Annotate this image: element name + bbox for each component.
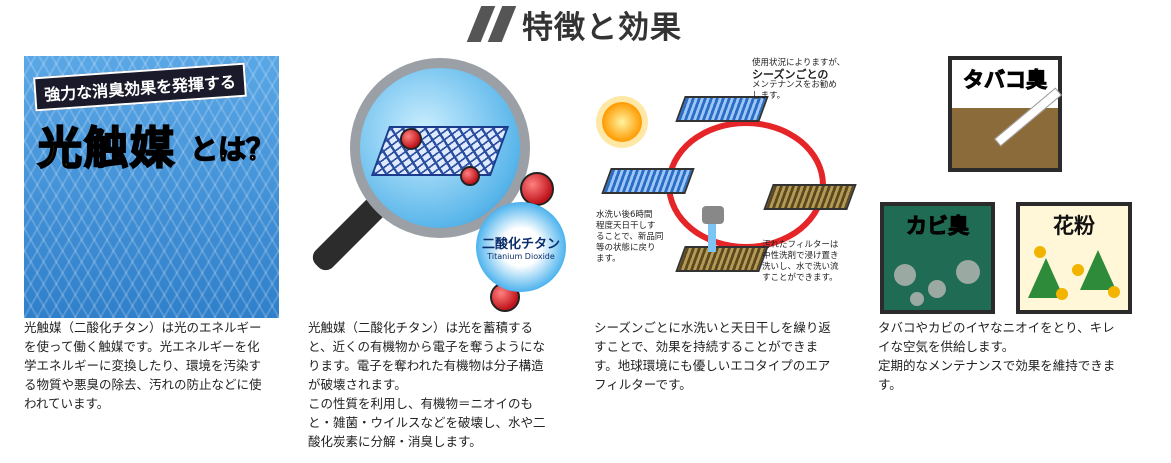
note-washing: 汚れたフィルターは 中性洗剤で浸け置き 洗いし、水で洗い流 すことができます。 <box>762 240 839 284</box>
caption-magnifier: 光触媒（二酸化チタン）は光を蓄積する と、近くの有機物から電子を奪うようにな り… <box>308 318 546 451</box>
caption-line: を使って働く触媒です。光エネルギーを化 <box>24 339 260 354</box>
note-line: ることで、新品同 <box>596 232 664 242</box>
badge-sub-label: Titanium Dioxide <box>487 252 555 261</box>
note-line: 使用状況によりますが、 <box>752 58 846 68</box>
note-line: すことができます。 <box>762 273 838 283</box>
titanium-dioxide-badge: 二酸化チタン Titanium Dioxide <box>476 202 566 292</box>
titanium-grid-icon <box>370 126 510 176</box>
note-season: 使用状況によりますが、 シーズンごとの メンテナンスをお勧め します。 <box>752 58 845 102</box>
molecule-icon <box>400 128 422 150</box>
filter-washing-icon <box>675 246 769 272</box>
caption-line: す。 <box>878 377 902 392</box>
caption-line: と・雑菌・ウイルスなどを破壊し、水や二 <box>308 415 546 430</box>
filter-dirty-icon <box>763 184 857 210</box>
note-line: 水洗い後6時間 <box>596 210 653 220</box>
caption-line: ります。電子を奪われた有機物は分子構造 <box>308 358 544 373</box>
mold-odor-tile: カビ臭 <box>880 202 995 314</box>
p1-small-text: とは？ <box>189 132 275 167</box>
pollen-icon <box>1072 264 1084 276</box>
mold-spore-icon <box>894 264 916 286</box>
pollen-icon <box>1108 286 1120 298</box>
note-line: ます。 <box>596 254 621 264</box>
caption-odor: タバコやカビのイヤなニオイをとり、キレ イな空気を供給します。 定期的なメンテナ… <box>878 318 1115 394</box>
mold-spore-icon <box>956 260 980 284</box>
mold-spore-icon <box>910 292 924 306</box>
tile-label-pollen: 花粉 <box>1053 214 1095 238</box>
caption-line: すことで、効果を持続することができま <box>594 339 819 354</box>
p1-banner: 強力な消臭効果を発揮する <box>33 62 247 112</box>
photocatalyst-illustration: 強力な消臭効果を発揮する 光触媒 とは？ <box>24 56 279 318</box>
p1-big-text: 光触媒 <box>37 122 176 175</box>
caption-line: タバコやカビのイヤなニオイをとり、キレ <box>878 320 1115 335</box>
caption-maintenance: シーズンごとに水洗いと天日干しを繰り返 すことで、効果を持続することができま す… <box>594 318 831 394</box>
caption-line: 学エネルギーに変換したり、環境を汚染す <box>24 358 262 373</box>
caption-line: 酸化炭素に分解・消臭します。 <box>308 434 482 449</box>
note-line: 汚れたフィルターは <box>762 240 839 250</box>
filter-drying-icon <box>601 168 695 194</box>
caption-line: が破壊されます。 <box>308 377 407 392</box>
section-header: 特徴と効果 <box>0 0 1171 48</box>
magnifier-lens-icon <box>350 58 530 238</box>
magnifier-illustration: 二酸化チタン Titanium Dioxide <box>300 56 570 318</box>
pollen-icon <box>1056 288 1068 300</box>
molecule-icon <box>460 166 480 186</box>
maintenance-cycle-illustration: 使用状況によりますが、 シーズンごとの メンテナンスをお勧め します。 水洗い後… <box>592 56 857 318</box>
note-line: 中性洗剤で浸け置き <box>762 251 839 261</box>
tile-label-mold: カビ臭 <box>906 214 970 239</box>
note-line: します。 <box>752 91 786 101</box>
cedar-tree-icon <box>1080 250 1116 290</box>
caption-line: この性質を利用し、有機物＝ニオイのも <box>308 396 534 411</box>
caption-line: 定期的なメンテナンスで効果を維持できま <box>878 358 1116 373</box>
caption-line: と、近くの有機物から電子を奪うようにな <box>308 339 546 354</box>
tile-label-tobacco: タバコ臭 <box>963 68 1048 93</box>
note-line: 等の状態に戻り <box>596 243 656 253</box>
tobacco-odor-tile: タバコ臭 <box>948 56 1062 172</box>
sun-icon <box>602 102 642 142</box>
caption-line: る物質や悪臭の除去、汚れの防止などに使 <box>24 377 262 392</box>
note-line: 洗いし、水で洗い流 <box>762 262 839 272</box>
caption-line: イな空気を供給します。 <box>878 339 1015 354</box>
caption-line: 光触媒（二酸化チタン）は光を蓄積する <box>308 320 534 335</box>
pollen-tile: 花粉 <box>1016 202 1132 314</box>
note-line: メンテナンスをお勧め <box>752 80 837 90</box>
caption-line: フィルターです。 <box>594 377 692 392</box>
pollen-icon <box>1034 246 1046 258</box>
caption-line: す。地球環境にも優しいエコタイプのエア <box>594 358 831 373</box>
water-icon <box>708 224 716 252</box>
mold-spore-icon <box>928 280 946 298</box>
caption-line: 光触媒（二酸化チタン）は光のエネルギー <box>24 320 262 335</box>
note-line: 程度天日干しす <box>596 221 656 231</box>
caption-photocatalyst: 光触媒（二酸化チタン）は光のエネルギー を使って働く触媒です。光エネルギーを化 … <box>24 318 262 413</box>
section-title: 特徴と効果 <box>522 10 682 46</box>
molecule-icon <box>520 172 554 206</box>
note-line: シーズンごとの <box>752 68 829 81</box>
badge-main-label: 二酸化チタン <box>481 237 560 252</box>
faucet-icon <box>702 206 724 224</box>
caption-line: われています。 <box>24 396 110 411</box>
note-drying: 水洗い後6時間 程度天日干しす ることで、新品同 等の状態に戻り ます。 <box>596 210 663 265</box>
caption-line: シーズンごとに水洗いと天日干しを繰り返 <box>594 320 831 335</box>
